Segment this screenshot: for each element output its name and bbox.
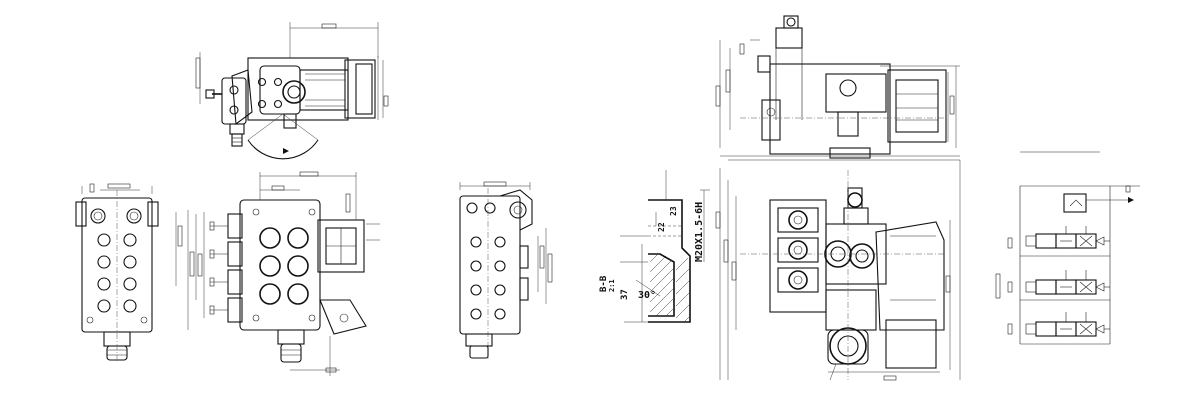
dimension-37: 37 xyxy=(620,289,630,300)
valve-section-2 xyxy=(1025,270,1110,295)
right-side-view-drawing xyxy=(459,181,553,360)
section-detail-b-b: B-B 2:1 M20X1.5-6H 23 22 37 30° xyxy=(599,170,710,323)
valve-section-3 xyxy=(1025,312,1110,337)
assembly-side-view-drawing xyxy=(715,15,960,159)
dimension-23: 23 xyxy=(669,206,678,216)
left-side-view-drawing xyxy=(75,183,195,362)
valve-section-1 xyxy=(1025,226,1110,249)
top-view-drawing xyxy=(195,22,389,160)
section-scale: 2:1 xyxy=(608,279,616,292)
thread-callout: M20X1.5-6H xyxy=(694,202,705,262)
chamfer-angle: 30° xyxy=(638,290,656,301)
front-view-drawing xyxy=(195,171,380,376)
assembly-front-view-drawing xyxy=(715,159,961,381)
section-label: B-B xyxy=(599,275,609,292)
dimension-22: 22 xyxy=(657,222,666,232)
hydraulic-schematic-diagram xyxy=(995,151,1140,345)
